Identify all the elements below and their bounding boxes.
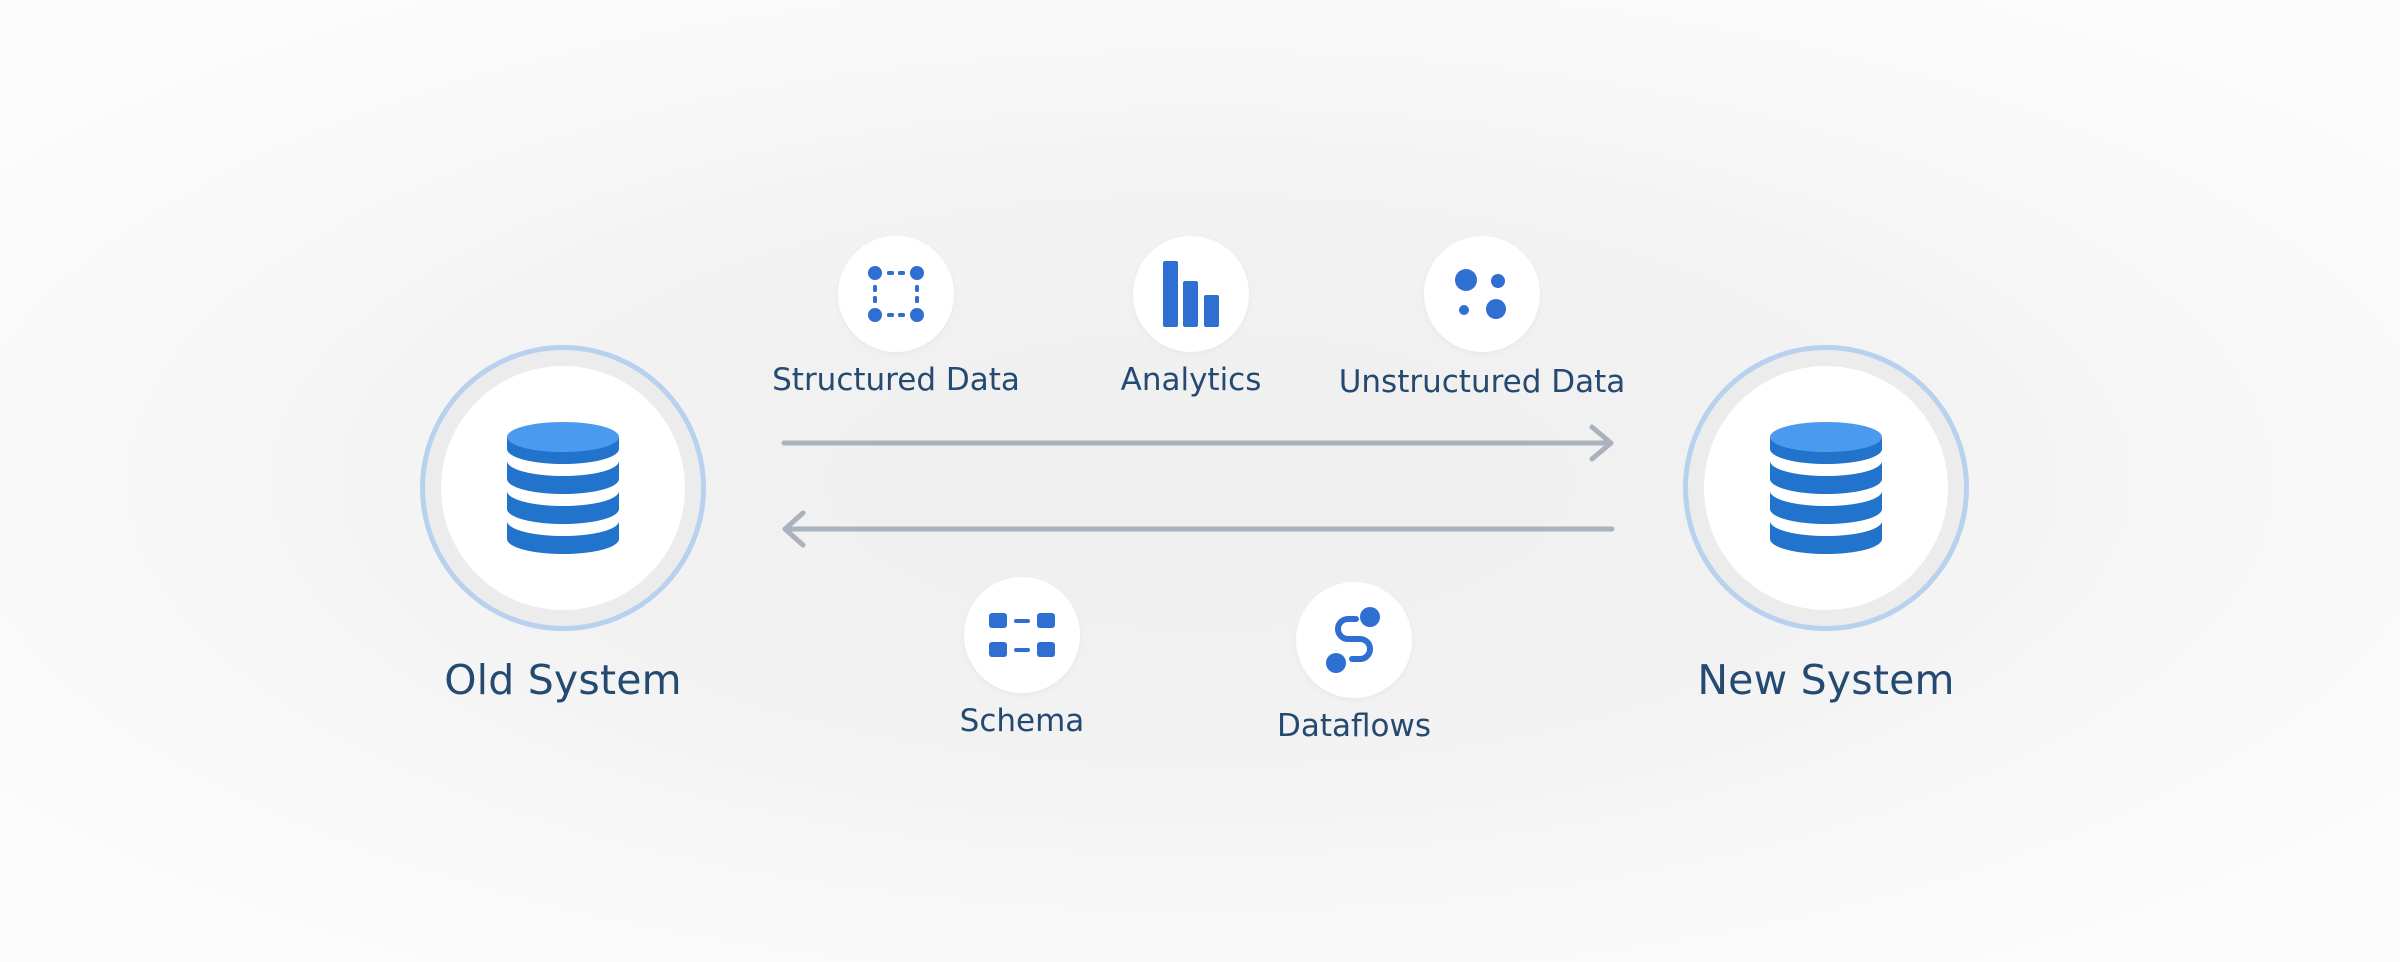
forward-arrow xyxy=(781,424,1614,462)
unstructured-data-label: Unstructured Data xyxy=(1338,364,1626,400)
unstructured-data-node xyxy=(1424,236,1540,352)
dataflows-label: Dataflows xyxy=(1276,708,1432,744)
new-system-node xyxy=(1683,345,1969,631)
old-system-inner xyxy=(441,366,685,610)
new-system-label: New System xyxy=(1697,656,1955,704)
structured-data-node xyxy=(838,236,954,352)
dataflows-node xyxy=(1296,582,1412,698)
old-system-node xyxy=(420,345,706,631)
dataflow-icon xyxy=(1326,607,1380,673)
schema-icon xyxy=(989,613,1055,657)
schema-node xyxy=(964,577,1080,693)
structured-data-icon xyxy=(868,266,924,322)
backward-arrow xyxy=(782,510,1615,548)
database-icon xyxy=(507,422,619,554)
structured-data-label: Structured Data xyxy=(772,362,1020,398)
analytics-node xyxy=(1133,236,1249,352)
bar-chart-icon xyxy=(1163,261,1219,327)
new-system-inner xyxy=(1704,366,1948,610)
schema-label: Schema xyxy=(959,703,1085,739)
database-icon xyxy=(1770,422,1882,554)
scatter-dots-icon xyxy=(1455,269,1506,319)
analytics-label: Analytics xyxy=(1120,362,1262,398)
old-system-label: Old System xyxy=(444,656,682,704)
